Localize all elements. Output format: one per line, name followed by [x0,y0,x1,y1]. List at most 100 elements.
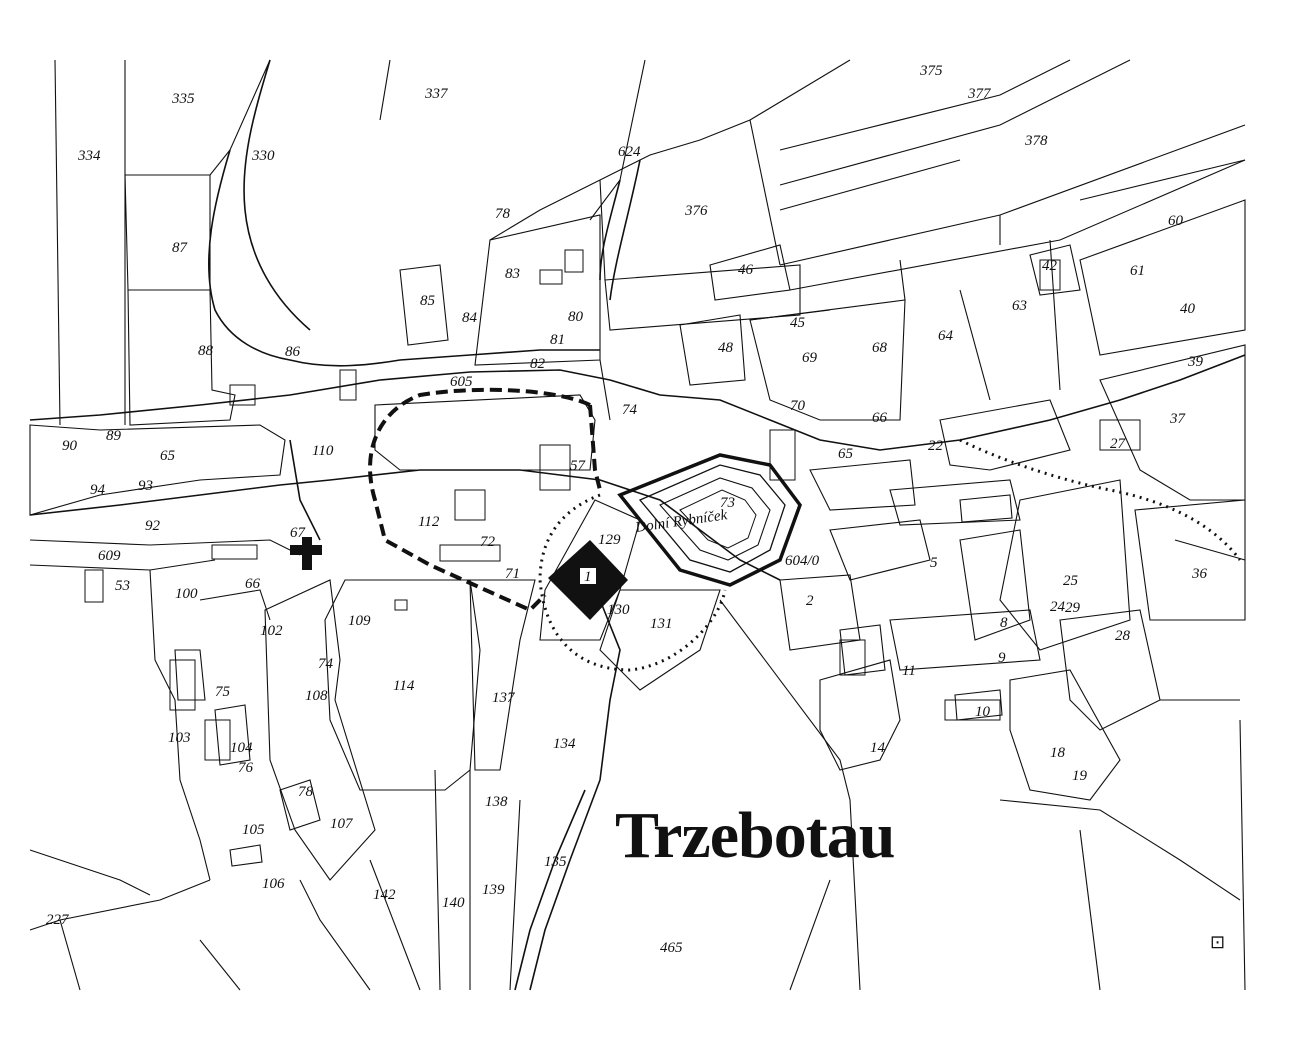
roads [29,59,1246,991]
parcel-label: 28 [1115,628,1131,644]
parcel-label: 78 [298,784,314,800]
parcel-label: 71 [505,566,520,582]
parcel-label: 9 [998,650,1006,666]
parcel-label: 10 [975,704,991,720]
parcel-label: 110 [312,443,334,459]
parcel-label: 465 [660,940,683,956]
parcel-label: 68 [872,340,888,356]
parcel-label: 92 [145,518,161,534]
parcel-label: 109 [348,613,371,629]
parcel-label: 46 [738,262,754,278]
parcel-label: 87 [172,240,189,256]
dashed-core-boundary [368,387,602,613]
parcel-label: 378 [1024,133,1048,149]
parcel-label: 11 [902,663,916,679]
parcel-label: 14 [870,740,886,756]
parcel-label: 85 [420,293,436,309]
parcel-label: 1 [584,569,592,585]
parcel-label: 142 [373,887,396,903]
parcel-label: 104 [230,740,253,756]
parcel-label: 102 [260,623,283,639]
parcel-label: 604/0 [785,553,820,569]
parcel-label: 89 [106,428,122,444]
parcel-label: 112 [418,514,440,530]
parcel-label: 42 [1042,258,1058,274]
parcel-label: 69 [802,350,818,366]
parcel-label: 140 [442,895,465,911]
parcel-label: 73 [720,495,735,511]
parcel-label: 57 [570,458,587,474]
parcel-label: 80 [568,309,584,325]
parcel-label: 60 [1168,213,1184,229]
parcel-label: 137 [492,690,516,706]
parcel-label: 377 [967,86,992,102]
parcel-label: 139 [482,882,505,898]
parcel-label: 334 [77,148,101,164]
parcel-label: 94 [90,482,106,498]
parcel-label: 330 [251,148,275,164]
parcel-label: 83 [505,266,520,282]
chapel-cross-icon [290,537,322,570]
parcel-label: 129 [598,532,621,548]
parcel-label: 25 [1063,573,1079,589]
parcel-label: 74 [622,402,638,418]
church-building [548,540,628,620]
parcel-label: 78 [495,206,511,222]
parcel-label: 88 [198,343,214,359]
parcel-label: 86 [285,344,301,360]
parcel-label: 605 [450,374,473,390]
parcel-label: 64 [938,328,954,344]
parcel-label: 45 [790,315,806,331]
parcel-label: 84 [462,310,478,326]
parcel-label: 81 [550,332,565,348]
parcel-label: 134 [553,736,576,752]
parcel-label: 5 [930,555,938,571]
parcel-label: 37 [1169,411,1187,427]
parcel-label: 65 [160,448,176,464]
parcel-label: 2 [806,593,814,609]
pond [617,453,802,587]
map-frame [30,56,1248,996]
parcel-label: 376 [684,203,708,219]
parcel-label: 39 [1187,354,1204,370]
parcel-label: 227 [46,912,70,928]
parcel-label: 22 [928,438,944,454]
buildings [84,249,1141,761]
parcel-label: 100 [175,586,198,602]
parcel-label: 375 [919,63,943,79]
parcel-label: 63 [1012,298,1027,314]
town-name: Trzebotau [615,799,894,872]
parcel-label: 53 [115,578,130,594]
parcel-labels: 335 337 334 330 375 377 378 624 376 78 8… [46,63,1208,956]
parcel-label: 8 [1000,615,1008,631]
parcel-label: 130 [607,602,630,618]
parcel-label: 72 [480,534,496,550]
parcel-label: 70 [790,398,806,414]
parcel-label: 75 [215,684,231,700]
parcel-label: 61 [1130,263,1145,279]
parcel-label: 19 [1072,768,1088,784]
parcel-label: 48 [718,340,734,356]
parcel-label: 135 [544,854,567,870]
parcel-label: 27 [1110,436,1127,452]
parcel-boundaries [29,59,1246,991]
parcel-label: 36 [1191,566,1208,582]
parcel-label: 609 [98,548,121,564]
parcel-label: 67 [290,525,307,541]
parcel-label: 335 [171,91,195,107]
parcel-label: 90 [62,438,78,454]
parcel-label: 624 [618,144,641,160]
parcel-label: 138 [485,794,508,810]
parcel-label: 40 [1180,301,1196,317]
parcel-label: 74 [318,656,334,672]
parcel-label: 82 [530,356,546,372]
parcel-label: 105 [242,822,265,838]
parcel-label: 66 [245,576,261,592]
parcel-label: 114 [393,678,415,694]
parcel-label: 65 [838,446,854,462]
parcel-label: 18 [1050,745,1066,761]
parcel-label: 66 [872,410,888,426]
parcel-label: 76 [238,760,254,776]
parcel-label: 29 [1065,600,1081,616]
